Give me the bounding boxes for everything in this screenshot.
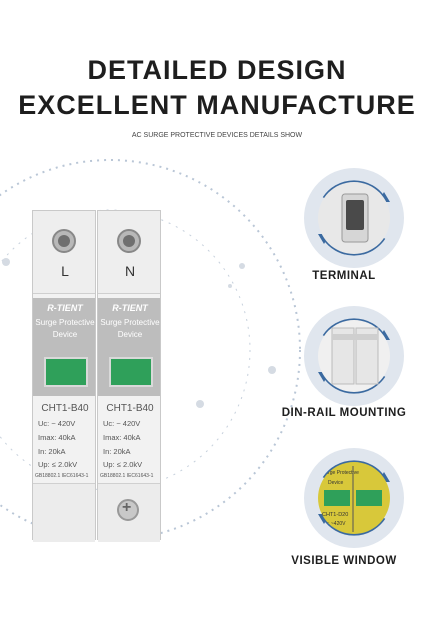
window-closeup-icon: Surge Protective Device CHT1-D20 Uc: ~42… (318, 462, 390, 534)
standards: GB18802.1 IEC61643-1 (35, 473, 89, 479)
spec-imax: Imax: 40kA (103, 433, 141, 442)
terminal-screw-icon (117, 229, 141, 253)
photo-name: Surge Protective (322, 470, 359, 476)
din-rail-closeup-icon (318, 320, 390, 392)
terminal-screw-icon (52, 229, 76, 253)
terminal-closeup-icon (318, 182, 390, 254)
subtitle: AC SURGE PROTECTIVE DEVICES DETAILS SHOW (131, 132, 303, 139)
base (33, 483, 95, 542)
device-name: Surge Protective Device (98, 317, 162, 341)
spec-imax: Imax: 40kA (38, 433, 76, 442)
status-window (109, 357, 153, 387)
din-rail-callout (304, 306, 404, 406)
spd-module-l: L R-TIENT Surge Protective Device CHT1-B… (32, 210, 97, 542)
ground-screw-icon (117, 499, 139, 521)
name-line-1: Surge Protective (35, 318, 95, 327)
pole-label: L (61, 263, 69, 279)
model-number: CHT1-B40 (41, 403, 89, 414)
standards: GB18802.1 IEC61643-1 (100, 473, 154, 479)
device-name: Surge Protective Device (33, 317, 97, 341)
terminal-label: TERMINAL (312, 270, 376, 282)
visible-window-callout: Surge Protective Device CHT1-D20 Uc: ~42… (304, 448, 404, 548)
spec-in: In: 20kA (103, 447, 131, 456)
spec-in: In: 20kA (38, 447, 66, 456)
spec-uc: Uc: ~ 420V (103, 419, 141, 428)
title-line-2: EXCELLENT MANUFACTURE (18, 90, 416, 120)
brand-logo: R-TIENT (112, 303, 148, 313)
pole-label: N (124, 263, 136, 279)
brand-logo: R-TIENT (47, 303, 83, 313)
name-line-2: Device (117, 330, 143, 339)
photo-model: CHT1-D20 (322, 512, 348, 518)
name-line-2: Device (52, 330, 78, 339)
terminal-callout (304, 168, 404, 268)
photo-spec: Uc: ~420V (322, 521, 346, 527)
model-number: CHT1-B40 (106, 403, 154, 414)
spec-up: Up: ≤ 2.0kV (103, 460, 143, 469)
status-window (44, 357, 88, 387)
spd-module-n: N R-TIENT Surge Protective Device CHT1-B… (97, 210, 162, 542)
spec-uc: Uc: ~ 420V (38, 419, 76, 428)
window-photo-text: Surge Protective Device CHT1-D20 Uc: ~42… (322, 466, 382, 532)
din-rail-label: DIN-RAIL MOUNTING (281, 407, 407, 419)
spec-up: Up: ≤ 2.0kV (38, 460, 78, 469)
visible-window-label: VISIBLE WINDOW (291, 555, 397, 567)
name-line-1: Surge Protective (100, 318, 160, 327)
title-line-1: DETAILED DESIGN (87, 55, 347, 85)
photo-device: Device (328, 480, 344, 486)
